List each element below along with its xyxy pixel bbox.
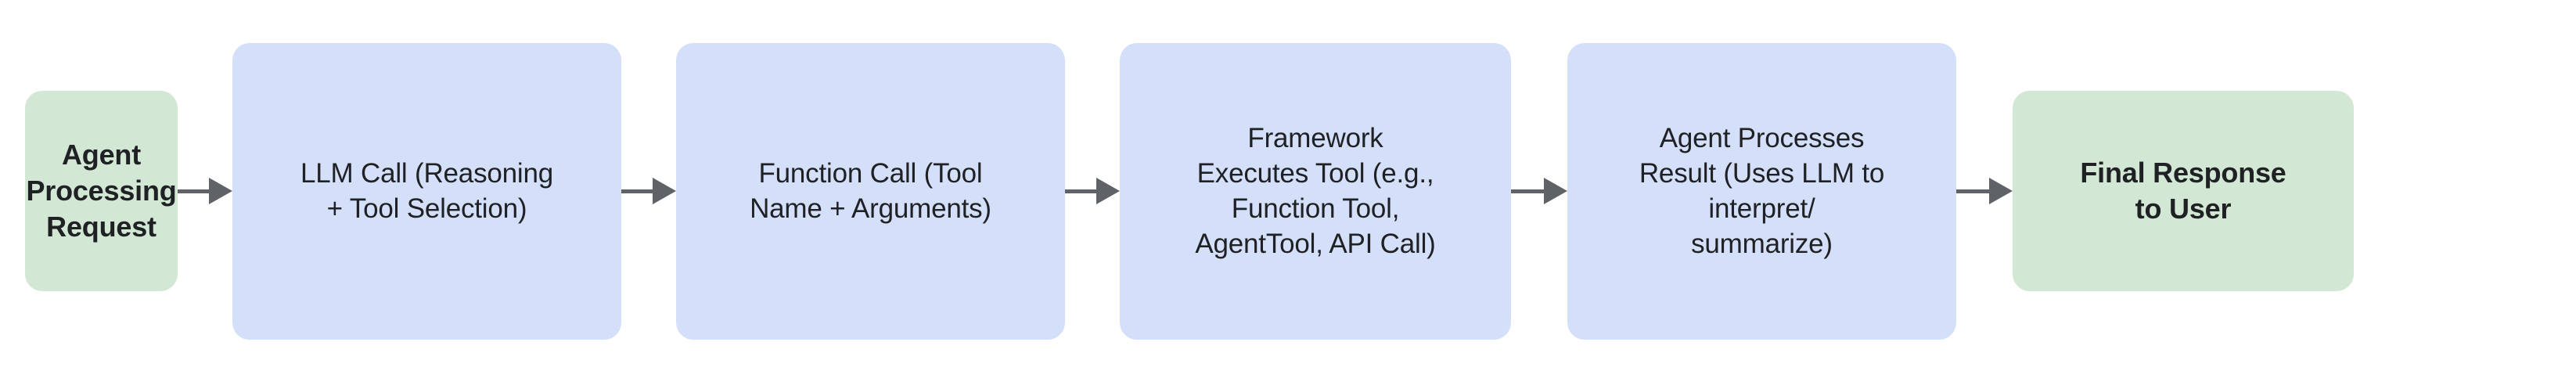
arrow-shaft [1511,189,1545,193]
node-agent-processes-result[interactable]: Agent Processes Result (Uses LLM to inte… [1567,42,1956,340]
node-agent-processing-request[interactable]: Agent Processing Request [25,91,178,291]
node-label: Framework Executes Tool (e.g., Function … [1195,123,1436,259]
node-function-call[interactable]: Function Call (Tool Name + Arguments) [676,42,1065,340]
node-label: Agent Processing Request [26,139,177,243]
node-label: Final Response to User [2080,157,2286,225]
arrow-head-icon [1989,178,2013,204]
arrow-shaft [178,189,210,193]
arrow-shaft [621,189,653,193]
arrow-head-icon [1544,178,1567,204]
node-llm-call[interactable]: LLM Call (Reasoning + Tool Selection) [232,42,621,340]
node-framework-executes-tool[interactable]: Framework Executes Tool (e.g., Function … [1120,42,1511,340]
edge-llm-call-to-function-call [621,178,676,204]
arrow-head-icon [653,178,676,204]
edge-framework-executes-tool-to-agent-processes-result [1511,178,1567,204]
node-label: Agent Processes Result (Uses LLM to inte… [1639,123,1885,259]
arrow-head-icon [209,178,232,204]
arrow-shaft [1956,189,1990,193]
edge-agent-processing-request-to-llm-call [178,178,232,204]
node-final-response-to-user[interactable]: Final Response to User [2013,91,2354,291]
arrow-head-icon [1096,178,1120,204]
node-label: LLM Call (Reasoning + Tool Selection) [300,158,554,224]
node-label: Function Call (Tool Name + Arguments) [750,158,991,224]
edge-function-call-to-framework-executes-tool [1065,178,1120,204]
arrow-shaft [1065,189,1097,193]
edge-agent-processes-result-to-final-response-to-user [1956,178,2013,204]
